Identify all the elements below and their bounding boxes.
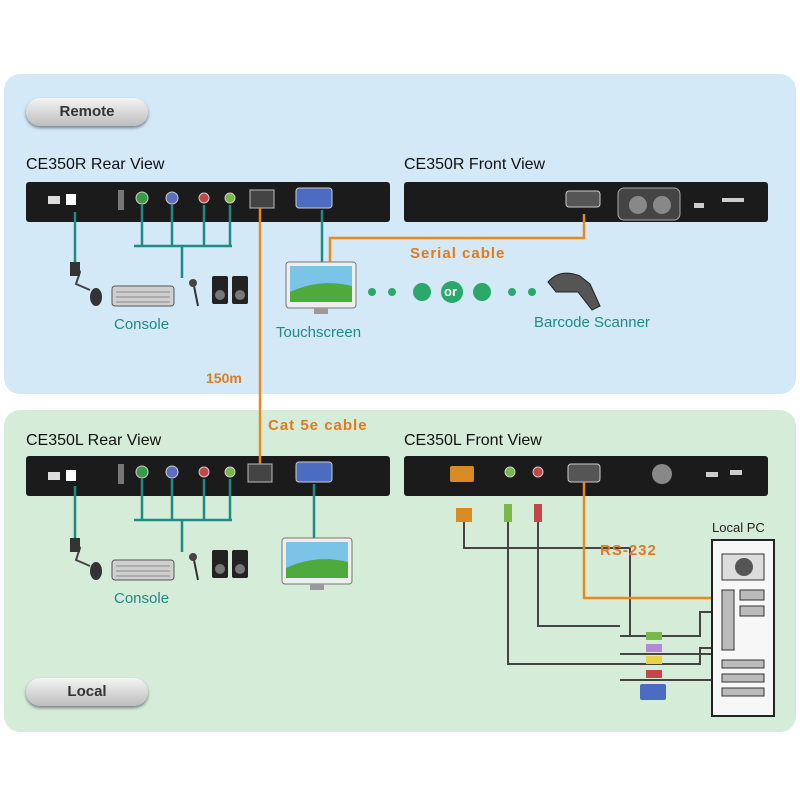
local-console-label: Console bbox=[114, 590, 170, 607]
ce350r-rear-title: CE350R Rear View bbox=[26, 156, 165, 173]
mouse-icon bbox=[90, 288, 102, 306]
ce350l-rear-ports bbox=[48, 461, 333, 484]
microphone-icon bbox=[193, 285, 199, 307]
touchscreen-label: Touchscreen bbox=[276, 324, 362, 341]
keyboard-icon bbox=[111, 285, 175, 307]
local-console-devices bbox=[90, 550, 248, 581]
ce350r-front-ports bbox=[565, 187, 744, 221]
or-connector-dots bbox=[368, 281, 536, 303]
mouse-icon bbox=[90, 562, 102, 580]
serial-cable bbox=[328, 214, 586, 262]
barcode-scanner-icon bbox=[547, 272, 601, 311]
microphone-icon bbox=[193, 559, 199, 581]
distance-label: 150m bbox=[206, 370, 242, 386]
local-console-cables bbox=[73, 479, 316, 552]
local-audio-plugs bbox=[456, 504, 666, 700]
ce350r-front-title: CE350R Front View bbox=[404, 156, 546, 173]
remote-console-label: Console bbox=[114, 316, 170, 333]
rs232-label: RS-232 bbox=[600, 542, 657, 559]
ce350l-front-ports bbox=[450, 463, 742, 484]
keyboard-icon bbox=[111, 559, 175, 581]
remote-console-devices bbox=[90, 276, 248, 307]
cat5e-cable-label: Cat 5e cable bbox=[268, 417, 368, 434]
barcode-scanner-label: Barcode Scanner bbox=[534, 314, 650, 331]
ce350l-front-title: CE350L Front View bbox=[404, 432, 542, 449]
ce350r-rear-ports bbox=[48, 187, 333, 210]
serial-cable-label: Serial cable bbox=[410, 245, 506, 262]
local-pc-cables bbox=[463, 520, 720, 681]
touchscreen-icon bbox=[285, 261, 357, 314]
remote-panel bbox=[4, 74, 796, 394]
local-pc-label: Local PC bbox=[712, 520, 765, 535]
remote-console-cables bbox=[73, 205, 324, 278]
or-label: or bbox=[444, 284, 457, 299]
local-badge: Local bbox=[26, 678, 148, 706]
ce350l-rear-title: CE350L Rear View bbox=[26, 432, 162, 449]
local-pc-icon bbox=[711, 539, 775, 717]
local-monitor-icon bbox=[281, 537, 353, 590]
remote-badge: Remote bbox=[26, 98, 148, 126]
rs232-cable bbox=[582, 482, 726, 600]
